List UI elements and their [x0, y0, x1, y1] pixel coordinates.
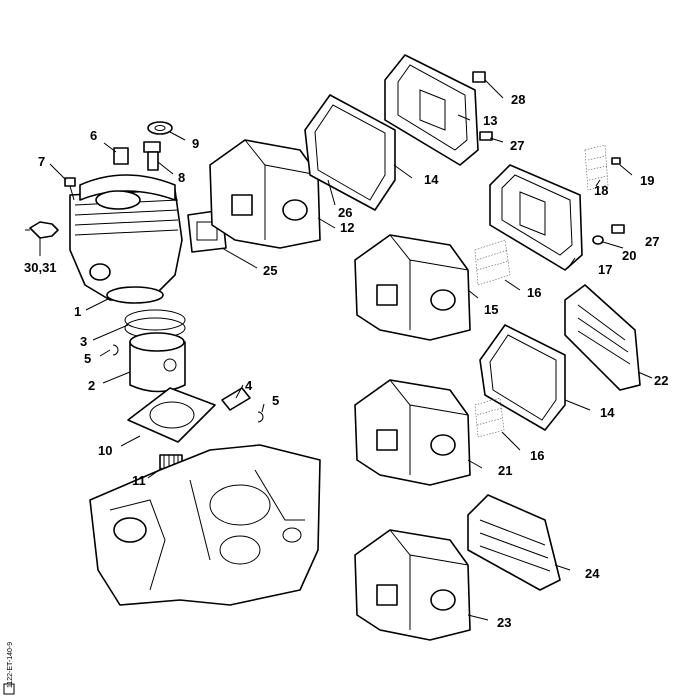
leader-lines — [39, 79, 653, 621]
cover-13 — [384, 54, 479, 166]
piston — [129, 332, 186, 393]
label-12: 12 — [340, 220, 354, 235]
gasket-14-bottom — [479, 324, 566, 431]
screw-28 — [472, 71, 486, 83]
label-26: 26 — [338, 205, 352, 220]
screen-16b — [474, 397, 505, 438]
base-gasket — [127, 387, 216, 443]
screen-16a — [474, 239, 511, 286]
crankcase — [89, 444, 321, 606]
label-21: 21 — [498, 463, 512, 478]
label-14b: 14 — [600, 405, 615, 420]
label-9: 9 — [192, 136, 199, 151]
cover-24 — [467, 494, 561, 591]
screw-27-top — [479, 131, 493, 141]
circlip-5a — [112, 344, 119, 356]
valve-8 — [143, 141, 161, 171]
label-5b: 5 — [272, 393, 279, 408]
label-7: 7 — [38, 154, 45, 169]
screw-19 — [611, 157, 621, 165]
plug-6 — [113, 147, 129, 165]
part-labels: 1 2 3 4 5 5 6 7 8 9 10 11 12 13 14 14 15… — [24, 92, 668, 630]
cover-22 — [564, 284, 641, 391]
label-30-31: 30,31 — [24, 260, 57, 275]
gasket-14-top — [304, 94, 396, 211]
reference-box — [3, 683, 15, 695]
label-16b: 16 — [530, 448, 544, 463]
label-19: 19 — [640, 173, 654, 188]
label-27b: 27 — [645, 234, 659, 249]
muffler-21 — [354, 379, 471, 486]
label-24: 24 — [585, 566, 600, 581]
label-2: 2 — [88, 378, 95, 393]
label-6: 6 — [90, 128, 97, 143]
screen-18 — [584, 144, 609, 191]
washer-20 — [592, 235, 604, 245]
label-23: 23 — [497, 615, 511, 630]
label-5a: 5 — [84, 351, 91, 366]
label-20: 20 — [622, 248, 636, 263]
cylinder — [69, 174, 183, 304]
label-15: 15 — [484, 302, 498, 317]
label-22: 22 — [654, 373, 668, 388]
label-17: 17 — [598, 262, 612, 277]
washer-9 — [147, 121, 173, 135]
spark-plug — [25, 221, 59, 239]
label-16a: 16 — [527, 285, 541, 300]
label-25: 25 — [263, 263, 277, 278]
label-11: 11 — [132, 473, 146, 488]
piston-pin — [221, 387, 251, 411]
label-4: 4 — [245, 378, 253, 393]
label-3: 3 — [80, 334, 87, 349]
label-8: 8 — [178, 170, 185, 185]
circlip-5b — [257, 411, 264, 423]
muffler-12 — [209, 139, 321, 249]
label-14a: 14 — [424, 172, 439, 187]
label-13: 13 — [483, 113, 497, 128]
label-18: 18 — [594, 183, 608, 198]
reference-code: 1122-ET-140-9 — [7, 642, 14, 688]
screw-27-lower — [611, 224, 625, 234]
label-28: 28 — [511, 92, 525, 107]
muffler-15 — [354, 234, 471, 341]
muffler-23 — [354, 529, 471, 641]
cover-17 — [489, 164, 583, 271]
screw-7 — [64, 177, 76, 201]
label-27a: 27 — [510, 138, 524, 153]
label-10: 10 — [98, 443, 112, 458]
label-1: 1 — [74, 304, 81, 319]
